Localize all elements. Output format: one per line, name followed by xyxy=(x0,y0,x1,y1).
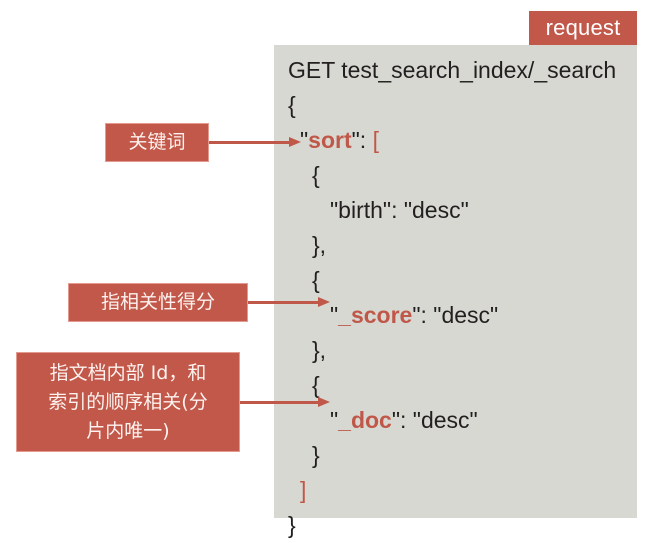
arrow-to-score-icon xyxy=(248,297,330,308)
code-line-list: GET test_search_index/_search{"sort": [{… xyxy=(288,53,637,543)
arrow-head xyxy=(318,297,330,307)
annotation-doc-line-3: 片内唯一) xyxy=(86,420,170,442)
arrow-to-doc-icon xyxy=(240,397,330,408)
code-line: ] xyxy=(288,473,637,508)
code-line: { xyxy=(288,368,637,403)
code-text: { xyxy=(312,267,320,293)
code-line: } xyxy=(288,438,637,473)
arrow-to-sort-icon xyxy=(209,137,301,148)
code-line: "_score": "desc" xyxy=(288,298,637,333)
code-line: "sort": [ xyxy=(288,123,637,158)
code-line: GET test_search_index/_search xyxy=(288,53,637,88)
code-text: ] xyxy=(300,477,307,503)
code-text: { xyxy=(312,372,320,398)
code-keyword: _doc xyxy=(338,407,392,433)
code-keyword: _score xyxy=(338,302,413,328)
annotation-doc: 指文档内部 Id，和 索引的顺序相关(分 片内唯一) xyxy=(16,352,240,452)
request-code-panel: GET test_search_index/_search{"sort": [{… xyxy=(274,45,637,538)
code-line: { xyxy=(288,88,637,123)
annotation-doc-line-1: 指文档内部 Id，和 xyxy=(49,362,207,384)
code-text: ": "desc" xyxy=(391,407,478,433)
code-line: "_doc": "desc" xyxy=(288,403,637,438)
code-line: { xyxy=(288,158,637,193)
code-text: " xyxy=(330,302,339,328)
code-text: } xyxy=(312,442,320,468)
code-text: ": "desc" xyxy=(412,302,499,328)
code-line: }, xyxy=(288,228,637,263)
code-text: }, xyxy=(312,232,327,258)
code-text: { xyxy=(312,162,320,188)
annotation-doc-line-2: 索引的顺序相关(分 xyxy=(48,391,208,413)
code-text: GET test_search_index/_search xyxy=(288,57,617,83)
code-text: ": xyxy=(351,127,373,153)
annotation-score: 指相关性得分 xyxy=(68,283,248,322)
code-text: } xyxy=(288,512,296,538)
request-badge: request xyxy=(529,11,637,45)
arrow-head xyxy=(289,137,301,147)
code-text: "birth": "desc" xyxy=(330,197,469,223)
arrow-shaft xyxy=(248,301,318,304)
arrow-shaft xyxy=(240,401,318,404)
code-line: }, xyxy=(288,333,637,368)
code-text: [ xyxy=(372,127,379,153)
code-line: "birth": "desc" xyxy=(288,193,637,228)
annotation-keyword: 关键词 xyxy=(105,123,209,162)
code-line: { xyxy=(288,263,637,298)
code-line: } xyxy=(288,508,637,543)
arrow-head xyxy=(318,397,330,407)
code-text: " xyxy=(300,127,309,153)
code-keyword: sort xyxy=(308,127,352,153)
code-text: " xyxy=(330,407,339,433)
code-text: }, xyxy=(312,337,327,363)
code-text: { xyxy=(288,92,296,118)
arrow-shaft xyxy=(209,141,289,144)
